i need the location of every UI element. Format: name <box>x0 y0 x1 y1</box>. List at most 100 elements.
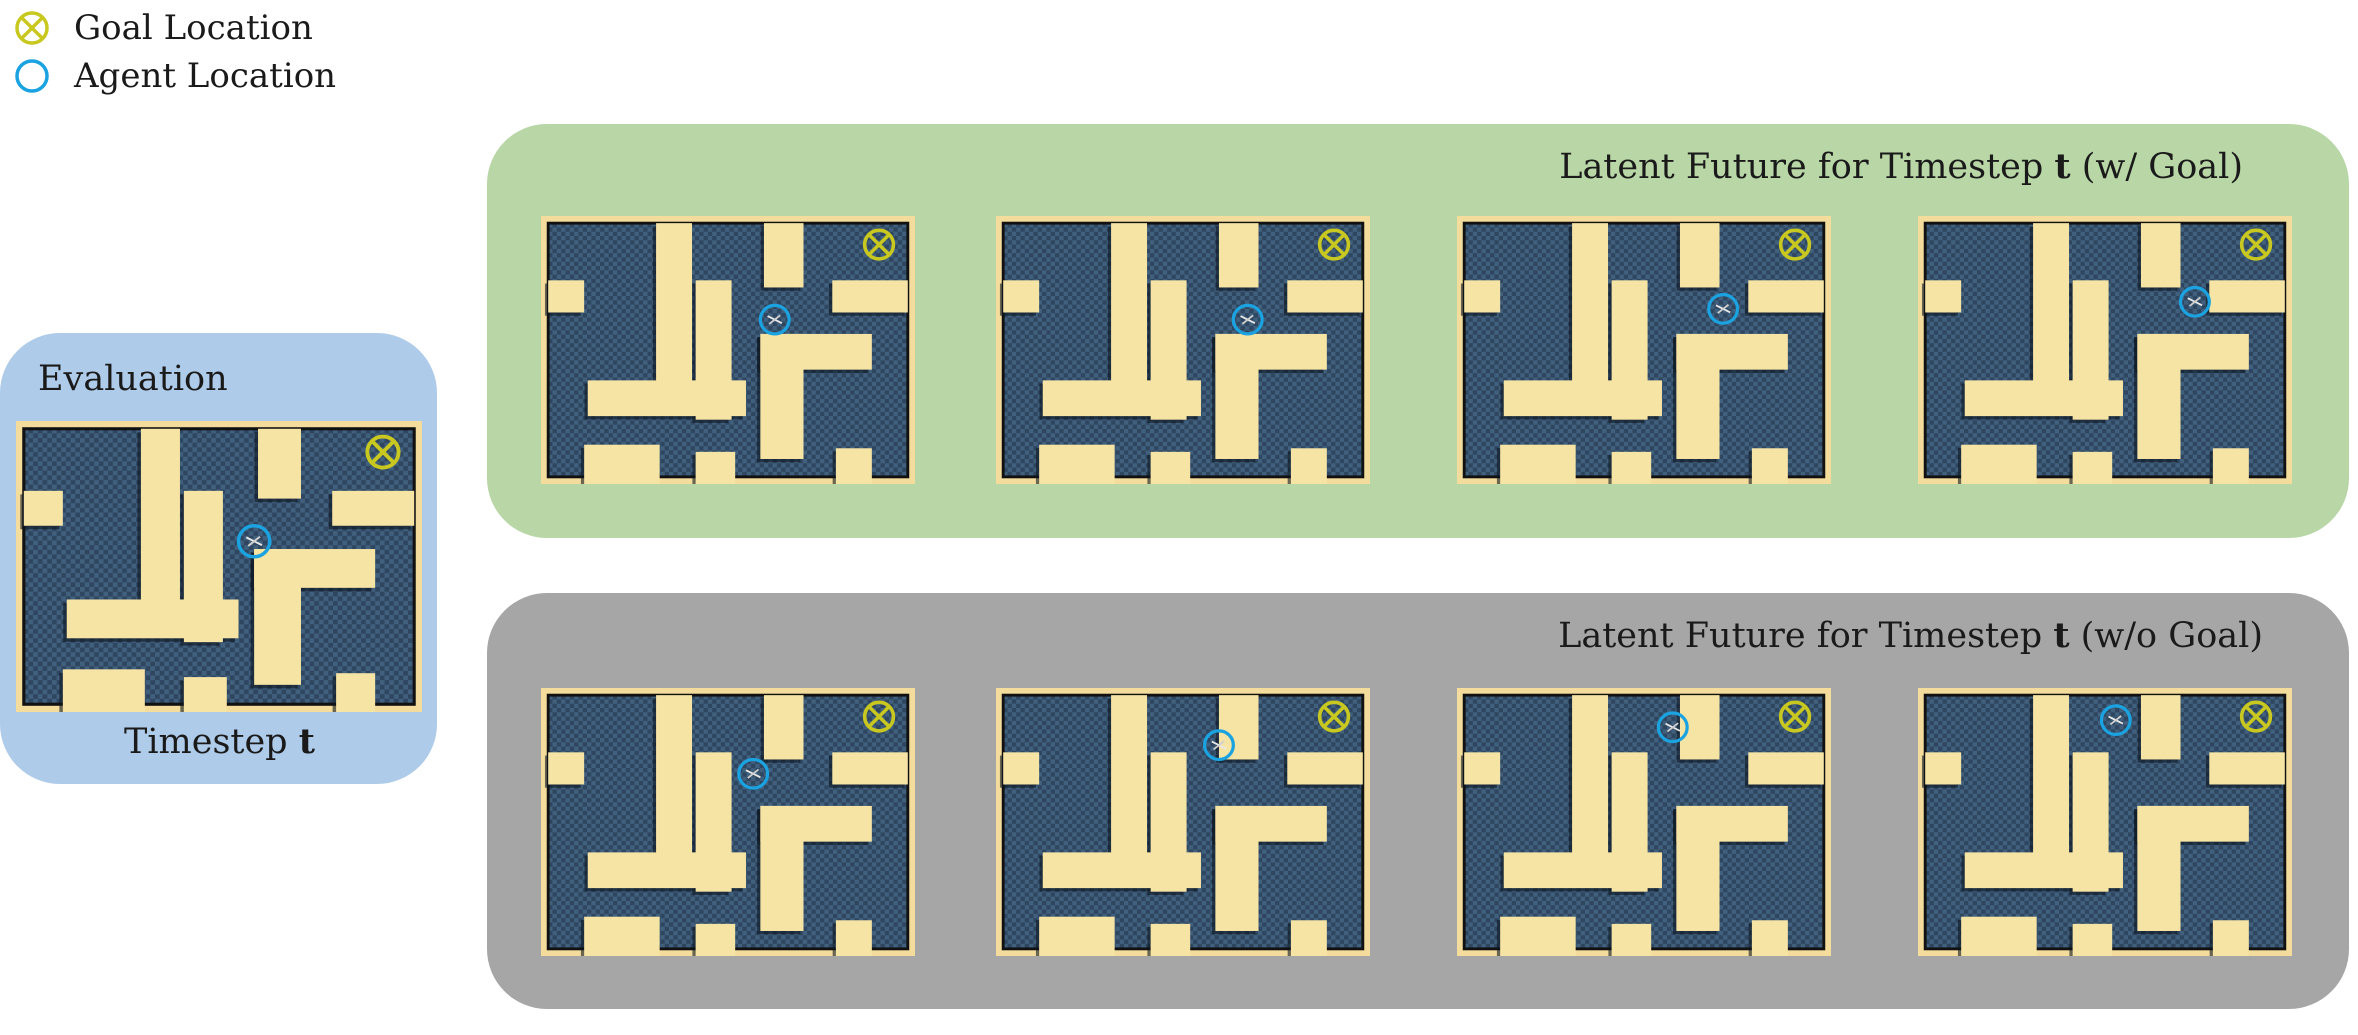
maze-wall <box>1611 280 1648 420</box>
nogoal-panel-title: Latent Future for Timestep t (w/o Goal) <box>1558 615 2263 656</box>
agent-marker <box>758 303 791 336</box>
goal-marker <box>862 228 896 261</box>
legend-agent: Agent Location <box>12 52 336 100</box>
maze-wall <box>695 280 732 420</box>
maze-wall <box>656 223 693 384</box>
maze-wall <box>1215 805 1259 931</box>
maze-wall <box>832 280 908 313</box>
agent-marker <box>236 524 272 559</box>
goal-marker <box>2239 228 2273 261</box>
maze-wall <box>1111 223 1148 384</box>
maze-wall <box>1464 280 1501 313</box>
goal-marker <box>1778 700 1812 733</box>
evaluation-panel: Evaluation Timestep t <box>0 333 437 784</box>
agent-marker-icon <box>15 59 49 93</box>
maze-nogoal-4 <box>1918 688 2292 956</box>
maze-wall <box>1500 444 1576 484</box>
goal-marker <box>2239 700 2273 733</box>
maze-wall <box>1464 752 1501 785</box>
maze-wall <box>1218 695 1259 760</box>
maze-nogoal-2 <box>996 688 1370 956</box>
maze-wall <box>1572 223 1609 384</box>
agent-marker <box>2178 285 2211 318</box>
agent-marker <box>1707 293 1740 325</box>
goal-marker <box>1778 228 1812 261</box>
maze-wall <box>835 448 872 484</box>
maze-wall <box>2212 448 2249 484</box>
maze-wall <box>62 669 145 712</box>
maze-wall <box>1611 923 1652 956</box>
maze-goal-3 <box>1457 216 1831 484</box>
maze-wall <box>1150 923 1191 956</box>
maze-wall <box>1500 916 1576 956</box>
goal-panel-title: Latent Future for Timestep t (w/ Goal) <box>1559 146 2243 187</box>
maze-wall <box>1611 752 1648 892</box>
maze-wall <box>548 280 585 313</box>
maze-goal-1 <box>541 216 915 484</box>
maze-wall <box>2137 805 2181 931</box>
maze-wall <box>1676 333 1720 459</box>
maze-wall <box>656 695 693 856</box>
maze-wall <box>183 490 223 643</box>
maze-wall <box>2212 920 2249 956</box>
maze-wall <box>1150 752 1187 892</box>
goal-marker <box>1317 228 1351 261</box>
goal-marker <box>365 434 401 470</box>
maze-wall <box>2140 223 2181 288</box>
legend-agent-label: Agent Location <box>74 56 337 96</box>
maze-wall <box>760 333 804 459</box>
legend: Goal Location Agent Location <box>12 4 336 100</box>
maze-wall <box>1748 280 1824 313</box>
maze-wall <box>548 752 585 785</box>
maze-wall <box>1290 448 1327 484</box>
maze-wall <box>23 490 63 526</box>
maze-wall <box>2209 280 2285 313</box>
maze-wall <box>1751 448 1788 484</box>
maze-wall <box>1003 280 1040 313</box>
maze-wall <box>1572 695 1609 856</box>
maze-wall <box>2033 223 2070 384</box>
goal-marker-icon <box>15 11 49 45</box>
maze-nogoal-3 <box>1457 688 1831 956</box>
goal-marker <box>1317 700 1351 733</box>
evaluation-title: Evaluation <box>38 359 228 399</box>
maze-wall <box>2137 333 2181 459</box>
maze-wall <box>2072 280 2109 420</box>
maze-wall <box>1111 695 1148 856</box>
maze-wall <box>1290 920 1327 956</box>
maze-wall <box>1676 805 1720 931</box>
maze-wall <box>1150 451 1191 484</box>
maze-wall <box>1925 752 1962 785</box>
nogoal-future-panel: Latent Future for Timestep t (w/o Goal) <box>487 593 2349 1009</box>
maze-wall <box>2072 752 2109 892</box>
maze-wall <box>332 490 415 526</box>
maze-wall <box>584 444 660 484</box>
agent-marker <box>2099 704 2132 737</box>
maze-wall <box>336 673 376 712</box>
maze-wall <box>254 549 301 685</box>
maze-wall <box>1287 280 1363 313</box>
evaluation-caption: Timestep t <box>124 721 315 762</box>
maze-wall <box>1039 916 1115 956</box>
maze-goal-2 <box>996 216 1370 484</box>
maze-wall <box>1003 752 1040 785</box>
maze-wall <box>183 677 227 712</box>
maze-wall <box>2209 752 2285 785</box>
maze-wall <box>695 923 736 956</box>
maze-wall <box>1748 752 1824 785</box>
legend-goal-label: Goal Location <box>74 8 313 48</box>
maze-wall <box>835 920 872 956</box>
maze-wall <box>1611 451 1652 484</box>
agent-marker <box>737 757 770 790</box>
maze-nogoal-1 <box>541 688 915 956</box>
maze-wall <box>1215 333 1259 459</box>
maze-wall <box>584 916 660 956</box>
maze-wall <box>2072 451 2113 484</box>
maze-wall <box>760 805 804 931</box>
maze-wall <box>258 428 301 499</box>
legend-goal: Goal Location <box>12 4 336 52</box>
agent-marker <box>1231 303 1264 336</box>
maze-wall <box>2072 923 2113 956</box>
maze-wall <box>1218 223 1259 288</box>
maze-wall <box>1679 223 1720 288</box>
